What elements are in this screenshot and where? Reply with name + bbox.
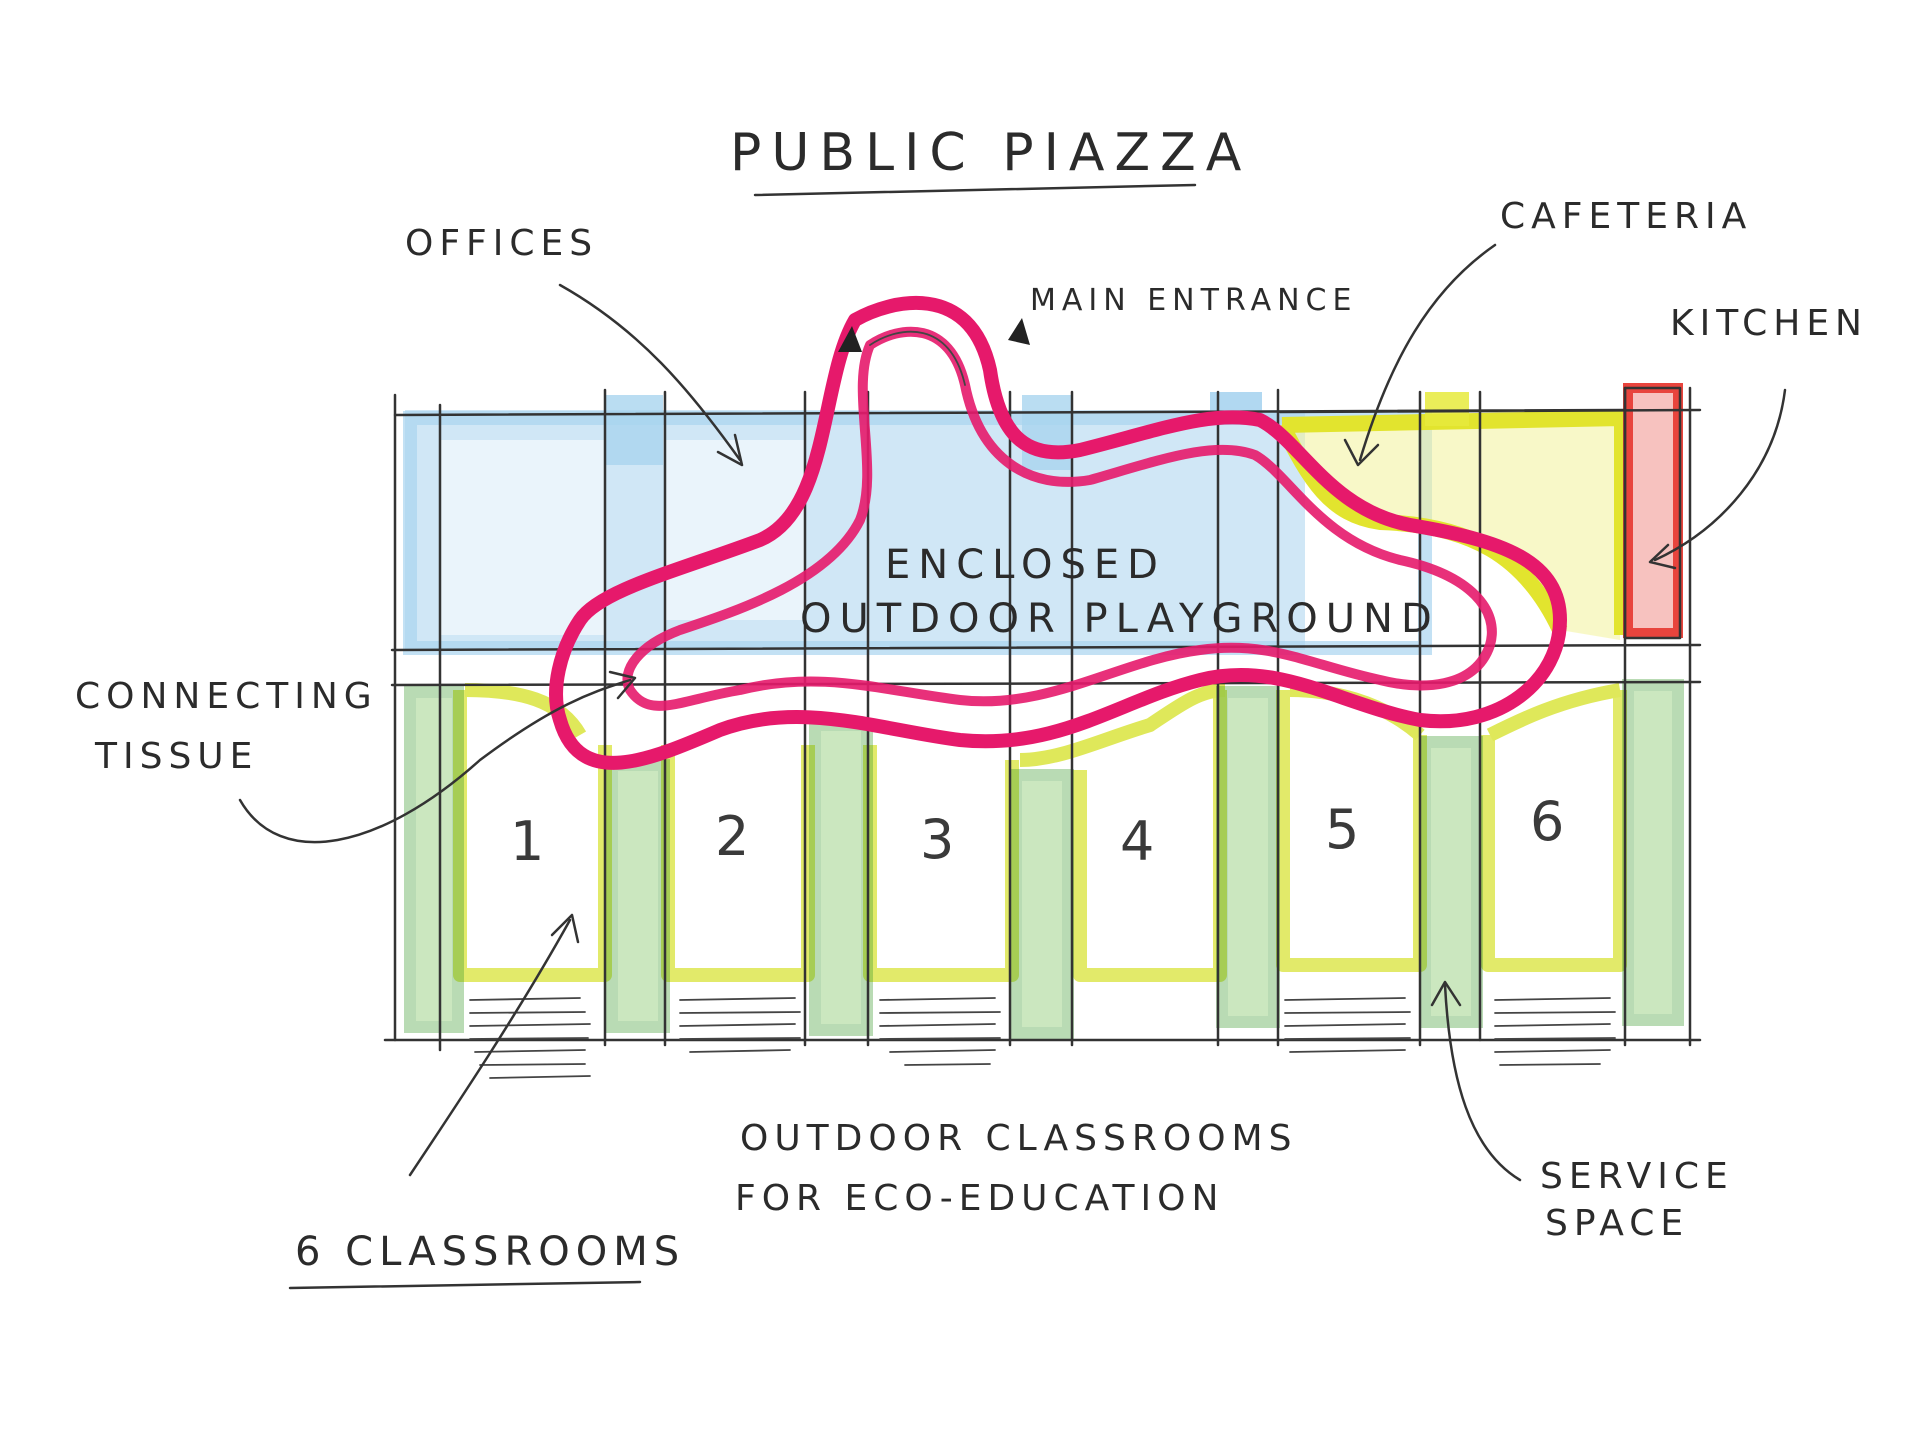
classroom-number-3: 3 [920,808,954,871]
label-main-entrance: MAIN ENTRANCE [1030,283,1357,318]
label-playground-line1: ENCLOSED [885,542,1166,588]
diagram-title: PUBLIC PIAZZA [730,123,1251,183]
label-classrooms: 6 CLASSROOMS [295,1229,685,1275]
label-cafeteria: CAFETERIA [1500,196,1752,237]
classroom-number-4: 4 [1120,810,1154,873]
offices-zone [403,392,1432,655]
label-outdoor-line1: OUTDOOR CLASSROOMS [740,1118,1297,1159]
classrooms-underline [288,1280,642,1290]
labels: PUBLIC PIAZZA OFFICES MAIN ENTRANCE CAFE… [75,123,1868,1290]
entrance-triangle-icon [838,318,1030,352]
title-underline [753,183,1197,197]
label-playground-line2: OUTDOOR PLAYGROUND [800,596,1440,642]
playground-blob [549,296,1567,770]
label-offices: OFFICES [405,223,598,264]
kitchen-zone [1623,383,1683,638]
label-connecting-line1: CONNECTING [75,676,378,717]
arrow-icon [238,243,1787,1182]
label-service-line1: SERVICE [1540,1156,1734,1197]
classroom-number-5: 5 [1325,798,1359,861]
classroom-number-1: 1 [510,810,544,873]
label-outdoor-line2: FOR ECO-EDUCATION [735,1178,1224,1219]
classrooms-zone [453,683,1627,982]
label-connecting-line2: TISSUE [94,736,258,777]
label-kitchen: KITCHEN [1670,303,1868,344]
ink-structure [383,386,1702,1052]
label-service-line2: SPACE [1545,1203,1689,1244]
classroom-number-2: 2 [715,805,749,868]
classroom-number-6: 6 [1530,790,1564,853]
